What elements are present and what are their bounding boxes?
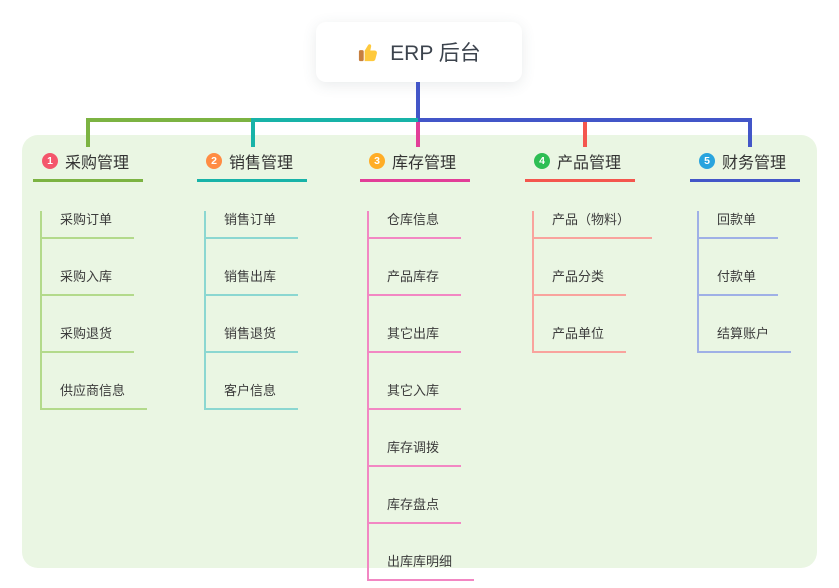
- branch-drop-line: [583, 122, 587, 147]
- branch-number-badge: 3: [369, 153, 385, 169]
- branch-drop-line: [748, 118, 752, 147]
- trunk-line: [416, 82, 420, 119]
- mindmap-item[interactable]: 其它入库: [369, 382, 462, 410]
- branch-title[interactable]: 5 财务管理: [690, 147, 801, 182]
- mindmap-item[interactable]: 采购订单: [42, 211, 135, 239]
- branch-label: 财务管理: [722, 155, 787, 172]
- mindmap-item[interactable]: 回款单: [699, 211, 779, 239]
- mindmap-item[interactable]: 采购入库: [42, 268, 135, 296]
- branch-title[interactable]: 2 销售管理: [197, 147, 308, 182]
- branch-number-badge: 4: [534, 153, 550, 169]
- mindmap-item[interactable]: 产品库存: [369, 268, 462, 296]
- mindmap-item[interactable]: 产品单位: [534, 325, 627, 353]
- mindmap-item[interactable]: 库存调拨: [369, 439, 462, 467]
- thumbs-up-icon: [357, 41, 380, 64]
- branch-label: 销售管理: [229, 155, 294, 172]
- branch-label: 库存管理: [392, 155, 457, 172]
- branch-drop-line: [251, 118, 255, 147]
- mindmap-item[interactable]: 销售出库: [206, 268, 299, 296]
- mindmap-item[interactable]: 库存盘点: [369, 496, 462, 524]
- branch-title[interactable]: 3 库存管理: [360, 147, 471, 182]
- branch-label: 采购管理: [65, 155, 130, 172]
- branch-label: 产品管理: [557, 155, 622, 172]
- branch-1: 1 采购管理采购订单采购入库采购退货供应商信息: [33, 147, 148, 410]
- mindmap-item[interactable]: 销售退货: [206, 325, 299, 353]
- branch-items: 仓库信息产品库存其它出库其它入库库存调拨库存盘点出库库明细: [367, 211, 475, 581]
- branch-number-badge: 2: [206, 153, 222, 169]
- mindmap-item[interactable]: 其它出库: [369, 325, 462, 353]
- bus-segment-mid: [253, 118, 418, 122]
- branch-3: 3 库存管理仓库信息产品库存其它出库其它入库库存调拨库存盘点出库库明细: [360, 147, 475, 581]
- branch-title[interactable]: 1 采购管理: [33, 147, 144, 182]
- branch-items: 回款单付款单结算账户: [697, 211, 800, 353]
- branch-items: 产品（物料） 产品分类产品单位: [532, 211, 653, 353]
- branch-items: 销售订单销售出库销售退货客户信息: [204, 211, 307, 410]
- branch-2: 2 销售管理销售订单销售出库销售退货客户信息: [197, 147, 308, 410]
- mindmap-item[interactable]: 仓库信息: [369, 211, 462, 239]
- mindmap-item[interactable]: 结算账户: [699, 325, 792, 353]
- mindmap-item[interactable]: 销售订单: [206, 211, 299, 239]
- branch-items: 采购订单采购入库采购退货供应商信息: [40, 211, 148, 410]
- mindmap-item[interactable]: 付款单: [699, 268, 779, 296]
- mindmap-item[interactable]: 供应商信息: [42, 382, 148, 410]
- mindmap-item[interactable]: 出库库明细: [369, 553, 475, 581]
- branch-drop-line: [86, 118, 90, 147]
- mindmap-item[interactable]: 采购退货: [42, 325, 135, 353]
- bus-segment-right: [418, 118, 752, 122]
- branch-5: 5 财务管理回款单付款单结算账户: [690, 147, 801, 353]
- bus-segment-left: [86, 118, 255, 122]
- branch-4: 4 产品管理产品（物料） 产品分类产品单位: [525, 147, 653, 353]
- mindmap-item[interactable]: 产品分类: [534, 268, 627, 296]
- mindmap-item[interactable]: 客户信息: [206, 382, 299, 410]
- mindmap-item[interactable]: 产品（物料）: [534, 211, 653, 239]
- branch-title[interactable]: 4 产品管理: [525, 147, 636, 182]
- root-node[interactable]: ERP 后台: [316, 22, 522, 82]
- branch-number-badge: 1: [42, 153, 58, 169]
- branch-number-badge: 5: [699, 153, 715, 169]
- branch-drop-line: [416, 122, 420, 147]
- root-title: ERP 后台: [390, 42, 481, 65]
